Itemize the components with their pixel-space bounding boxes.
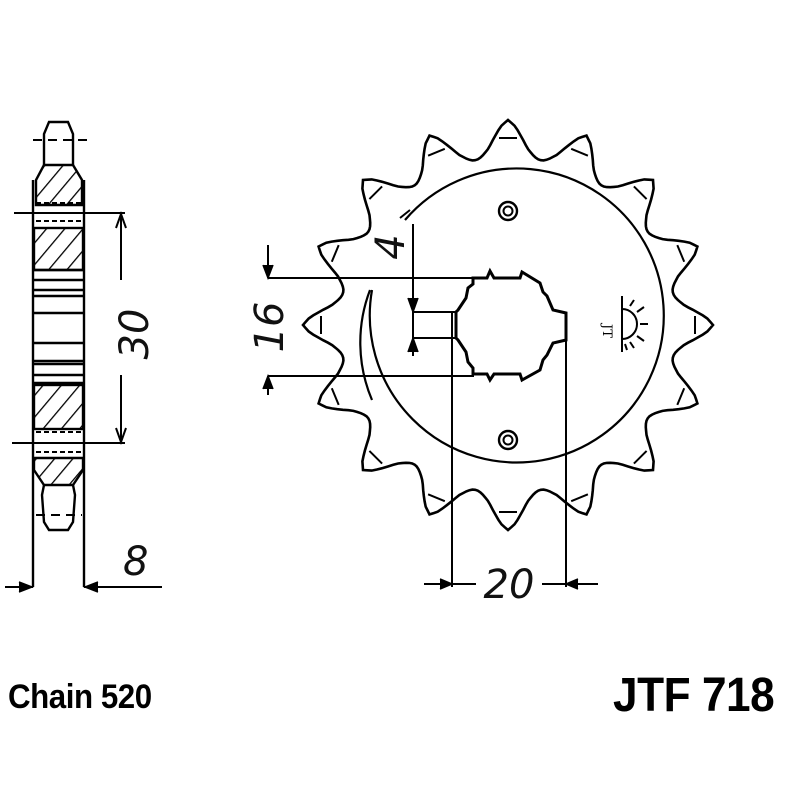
splined-bore bbox=[454, 267, 568, 383]
bolt-hole-bottom bbox=[497, 429, 519, 451]
sun-marking-icon bbox=[621, 296, 648, 352]
dim-8: 8 bbox=[123, 539, 148, 585]
dim-16: 16 bbox=[247, 302, 293, 353]
dim-4: 4 bbox=[368, 234, 414, 259]
dim-30: 30 bbox=[112, 309, 158, 360]
bolt-hole-top bbox=[497, 200, 519, 222]
dim-20: 20 bbox=[484, 562, 535, 608]
sprocket-teeth-outline bbox=[301, 118, 715, 532]
marking-text: JT bbox=[599, 322, 614, 338]
front-view: JT bbox=[262, 118, 715, 590]
part-number-label: JTF 718 bbox=[612, 669, 775, 722]
chain-size-label: Chain 520 bbox=[8, 678, 152, 716]
side-view bbox=[5, 120, 162, 593]
